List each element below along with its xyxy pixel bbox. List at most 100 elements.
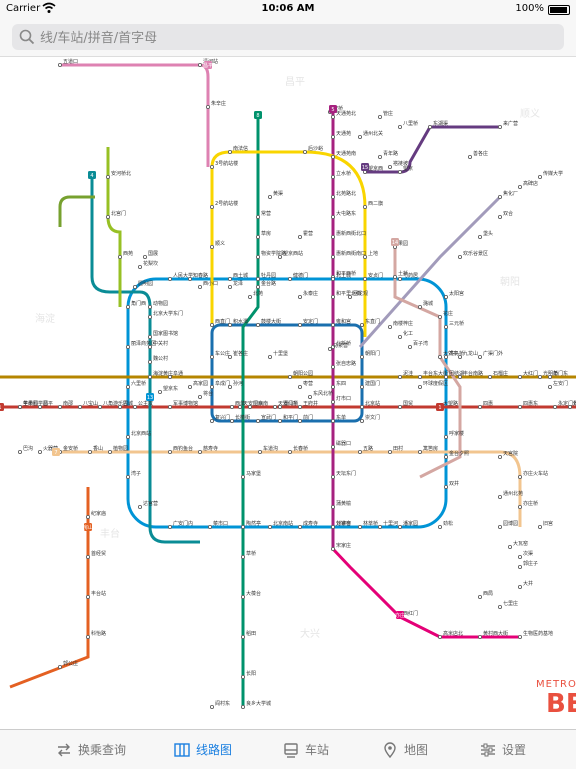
station-marker[interactable] xyxy=(240,635,245,640)
station-marker[interactable] xyxy=(487,374,492,379)
station-marker[interactable] xyxy=(209,244,214,249)
station-marker[interactable] xyxy=(197,449,202,454)
line-badge[interactable] xyxy=(329,105,337,113)
station-label[interactable]: 垡头 xyxy=(483,230,493,237)
station-marker[interactable] xyxy=(17,449,22,454)
line-badge[interactable] xyxy=(361,163,369,171)
station-label[interactable]: 泥洼 xyxy=(403,370,413,377)
station-marker[interactable] xyxy=(443,324,448,329)
station-marker[interactable] xyxy=(118,404,123,409)
station-marker[interactable] xyxy=(330,155,335,160)
station-label[interactable]: 丰台东大街 xyxy=(423,370,448,377)
station-marker[interactable] xyxy=(330,115,335,120)
station-marker[interactable] xyxy=(362,204,367,209)
station-marker[interactable] xyxy=(137,264,142,269)
station-marker[interactable] xyxy=(330,322,335,327)
station-marker[interactable] xyxy=(417,374,422,379)
station-marker[interactable] xyxy=(209,384,214,389)
station-marker[interactable] xyxy=(497,214,502,219)
station-label[interactable]: 植物园 xyxy=(113,445,128,452)
station-label[interactable]: 百子湾 xyxy=(413,340,428,347)
station-marker[interactable] xyxy=(229,404,234,409)
station-label[interactable]: 南邵 xyxy=(63,400,73,407)
station-label[interactable]: 惠新西街北口 xyxy=(336,230,366,237)
station-label[interactable]: 车道沟 xyxy=(263,445,278,452)
station-label[interactable]: 东风北桥 xyxy=(313,390,333,397)
station-label[interactable]: 环球度假区 xyxy=(423,380,448,387)
station-label[interactable]: 北京西站 xyxy=(131,430,151,437)
station-label[interactable]: 角门东 xyxy=(553,370,568,377)
station-marker[interactable] xyxy=(255,214,260,219)
station-marker[interactable] xyxy=(359,418,364,423)
station-marker[interactable] xyxy=(247,404,252,409)
station-marker[interactable] xyxy=(330,546,335,551)
station-marker[interactable] xyxy=(209,165,214,170)
station-marker[interactable] xyxy=(507,544,512,549)
station-marker[interactable] xyxy=(518,184,523,189)
station-label[interactable]: 圆明园 xyxy=(138,281,153,287)
station-label[interactable]: 大葆台 xyxy=(246,590,261,597)
station-marker[interactable] xyxy=(387,324,392,329)
station-label[interactable]: 十里堡 xyxy=(273,350,288,357)
station-label[interactable]: 褡裢坡 xyxy=(393,160,408,167)
station-label[interactable]: 宋家庄 xyxy=(336,542,351,549)
station-marker[interactable] xyxy=(187,276,192,281)
station-label[interactable]: 金安桥 xyxy=(63,445,78,452)
station-marker[interactable] xyxy=(330,234,335,239)
station-label[interactable]: 西局 xyxy=(483,591,493,597)
station-label[interactable]: 东单 xyxy=(336,414,346,421)
tab-transfer[interactable]: 换乘查询 xyxy=(56,730,126,769)
station-marker[interactable] xyxy=(227,384,232,389)
station-label[interactable]: 回龙观 xyxy=(353,290,368,297)
station-label[interactable]: 石榴庄 xyxy=(493,370,508,377)
station-label[interactable]: 五道口 xyxy=(63,58,78,65)
station-label[interactable]: 通州北关 xyxy=(363,130,383,137)
station-label[interactable]: 北宫门 xyxy=(111,210,126,217)
station-marker[interactable] xyxy=(553,404,558,409)
station-label[interactable]: 园博园 xyxy=(503,520,518,527)
line-badge[interactable] xyxy=(0,403,4,411)
station-marker[interactable] xyxy=(518,635,523,640)
line-badge[interactable] xyxy=(84,523,92,531)
station-marker[interactable] xyxy=(272,404,277,409)
station-label[interactable]: 西土城 xyxy=(233,272,248,279)
station-label[interactable]: 丽泽商务区 xyxy=(131,340,156,347)
station-marker[interactable] xyxy=(497,605,502,610)
station-label[interactable]: 立水桥 xyxy=(336,170,351,177)
station-label[interactable]: 篱笆房 xyxy=(423,445,438,452)
station-marker[interactable] xyxy=(255,418,260,423)
station-marker[interactable] xyxy=(240,524,245,529)
station-marker[interactable] xyxy=(209,418,214,423)
station-marker[interactable] xyxy=(197,394,202,399)
station-marker[interactable] xyxy=(257,449,262,454)
line-badge[interactable] xyxy=(146,393,154,401)
station-label[interactable]: 九龙山 xyxy=(463,350,478,357)
station-marker[interactable] xyxy=(437,314,442,319)
station-marker[interactable] xyxy=(330,418,335,423)
station-label[interactable]: 健德门 xyxy=(293,272,308,279)
station-marker[interactable] xyxy=(518,585,523,590)
station-label[interactable]: 旧宫 xyxy=(543,520,553,527)
station-label[interactable]: 望京东 xyxy=(163,385,178,392)
station-label[interactable]: 高家园 xyxy=(193,380,208,387)
station-marker[interactable] xyxy=(197,284,202,289)
station-marker[interactable] xyxy=(417,384,422,389)
station-marker[interactable] xyxy=(277,418,282,423)
station-label[interactable]: 大井 xyxy=(523,580,533,587)
station-label[interactable]: 潞城 xyxy=(423,300,433,307)
station-marker[interactable] xyxy=(205,105,210,110)
station-label[interactable]: 西直门 xyxy=(215,318,230,325)
station-marker[interactable] xyxy=(357,135,362,140)
station-marker[interactable] xyxy=(297,524,302,529)
station-marker[interactable] xyxy=(377,524,382,529)
station-label[interactable]: 天通苑南 xyxy=(336,150,356,157)
station-label[interactable]: 知春路 xyxy=(193,272,208,279)
station-label[interactable]: 马家堡 xyxy=(246,470,261,477)
station-label[interactable]: 人民大学 xyxy=(173,272,193,279)
station-label[interactable]: 果园 xyxy=(398,241,408,247)
line-badge[interactable] xyxy=(436,403,444,411)
station-marker[interactable] xyxy=(277,254,282,259)
station-label[interactable]: 八里桥 xyxy=(403,120,418,127)
station-label[interactable]: 龙泽 xyxy=(233,280,243,287)
station-label[interactable]: 望京西站 xyxy=(283,250,303,257)
